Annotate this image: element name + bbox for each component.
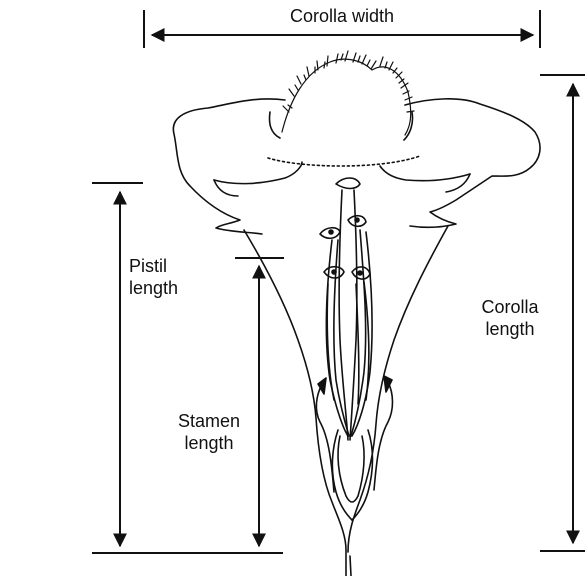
corolla-length-line1: Corolla — [470, 296, 550, 318]
corolla-length-line2: length — [470, 318, 550, 340]
stamen-length-label: Stamen length — [168, 410, 250, 454]
hairy-upper-lip — [282, 51, 414, 135]
stamen-length-measure — [235, 258, 284, 546]
style-right — [350, 190, 357, 440]
corolla-width-label: Corolla width — [254, 5, 430, 27]
throat-dotted — [268, 156, 420, 166]
pedicel — [350, 556, 351, 576]
anther-dot-2 — [355, 218, 359, 222]
pistil-length-measure — [92, 183, 283, 553]
stamen-label-line1: Stamen — [168, 410, 250, 432]
pistil-label-line1: Pistil — [129, 255, 178, 277]
right-sepal — [374, 382, 393, 490]
stamen-filament-5 — [327, 284, 334, 400]
anther-dot-1 — [329, 230, 333, 234]
right-lobe-fold — [404, 112, 413, 140]
corolla-length-label: Corolla length — [470, 296, 550, 340]
inner-left-sepal — [332, 430, 352, 520]
left-throat-flap — [214, 162, 302, 184]
pistil-label-line2: length — [129, 277, 178, 299]
ovary — [338, 436, 364, 502]
stamen-label-line2: length — [168, 432, 250, 454]
anther-dot-4 — [358, 271, 362, 275]
right-lobe — [405, 99, 540, 227]
anther-dot-3 — [332, 270, 336, 274]
left-lobe-fold — [269, 112, 280, 138]
left-sepal — [316, 384, 334, 492]
right-throat-flap — [380, 166, 470, 181]
pistil-length-label: Pistil length — [129, 255, 178, 299]
left-lobe — [173, 99, 285, 234]
stigma — [336, 178, 360, 189]
